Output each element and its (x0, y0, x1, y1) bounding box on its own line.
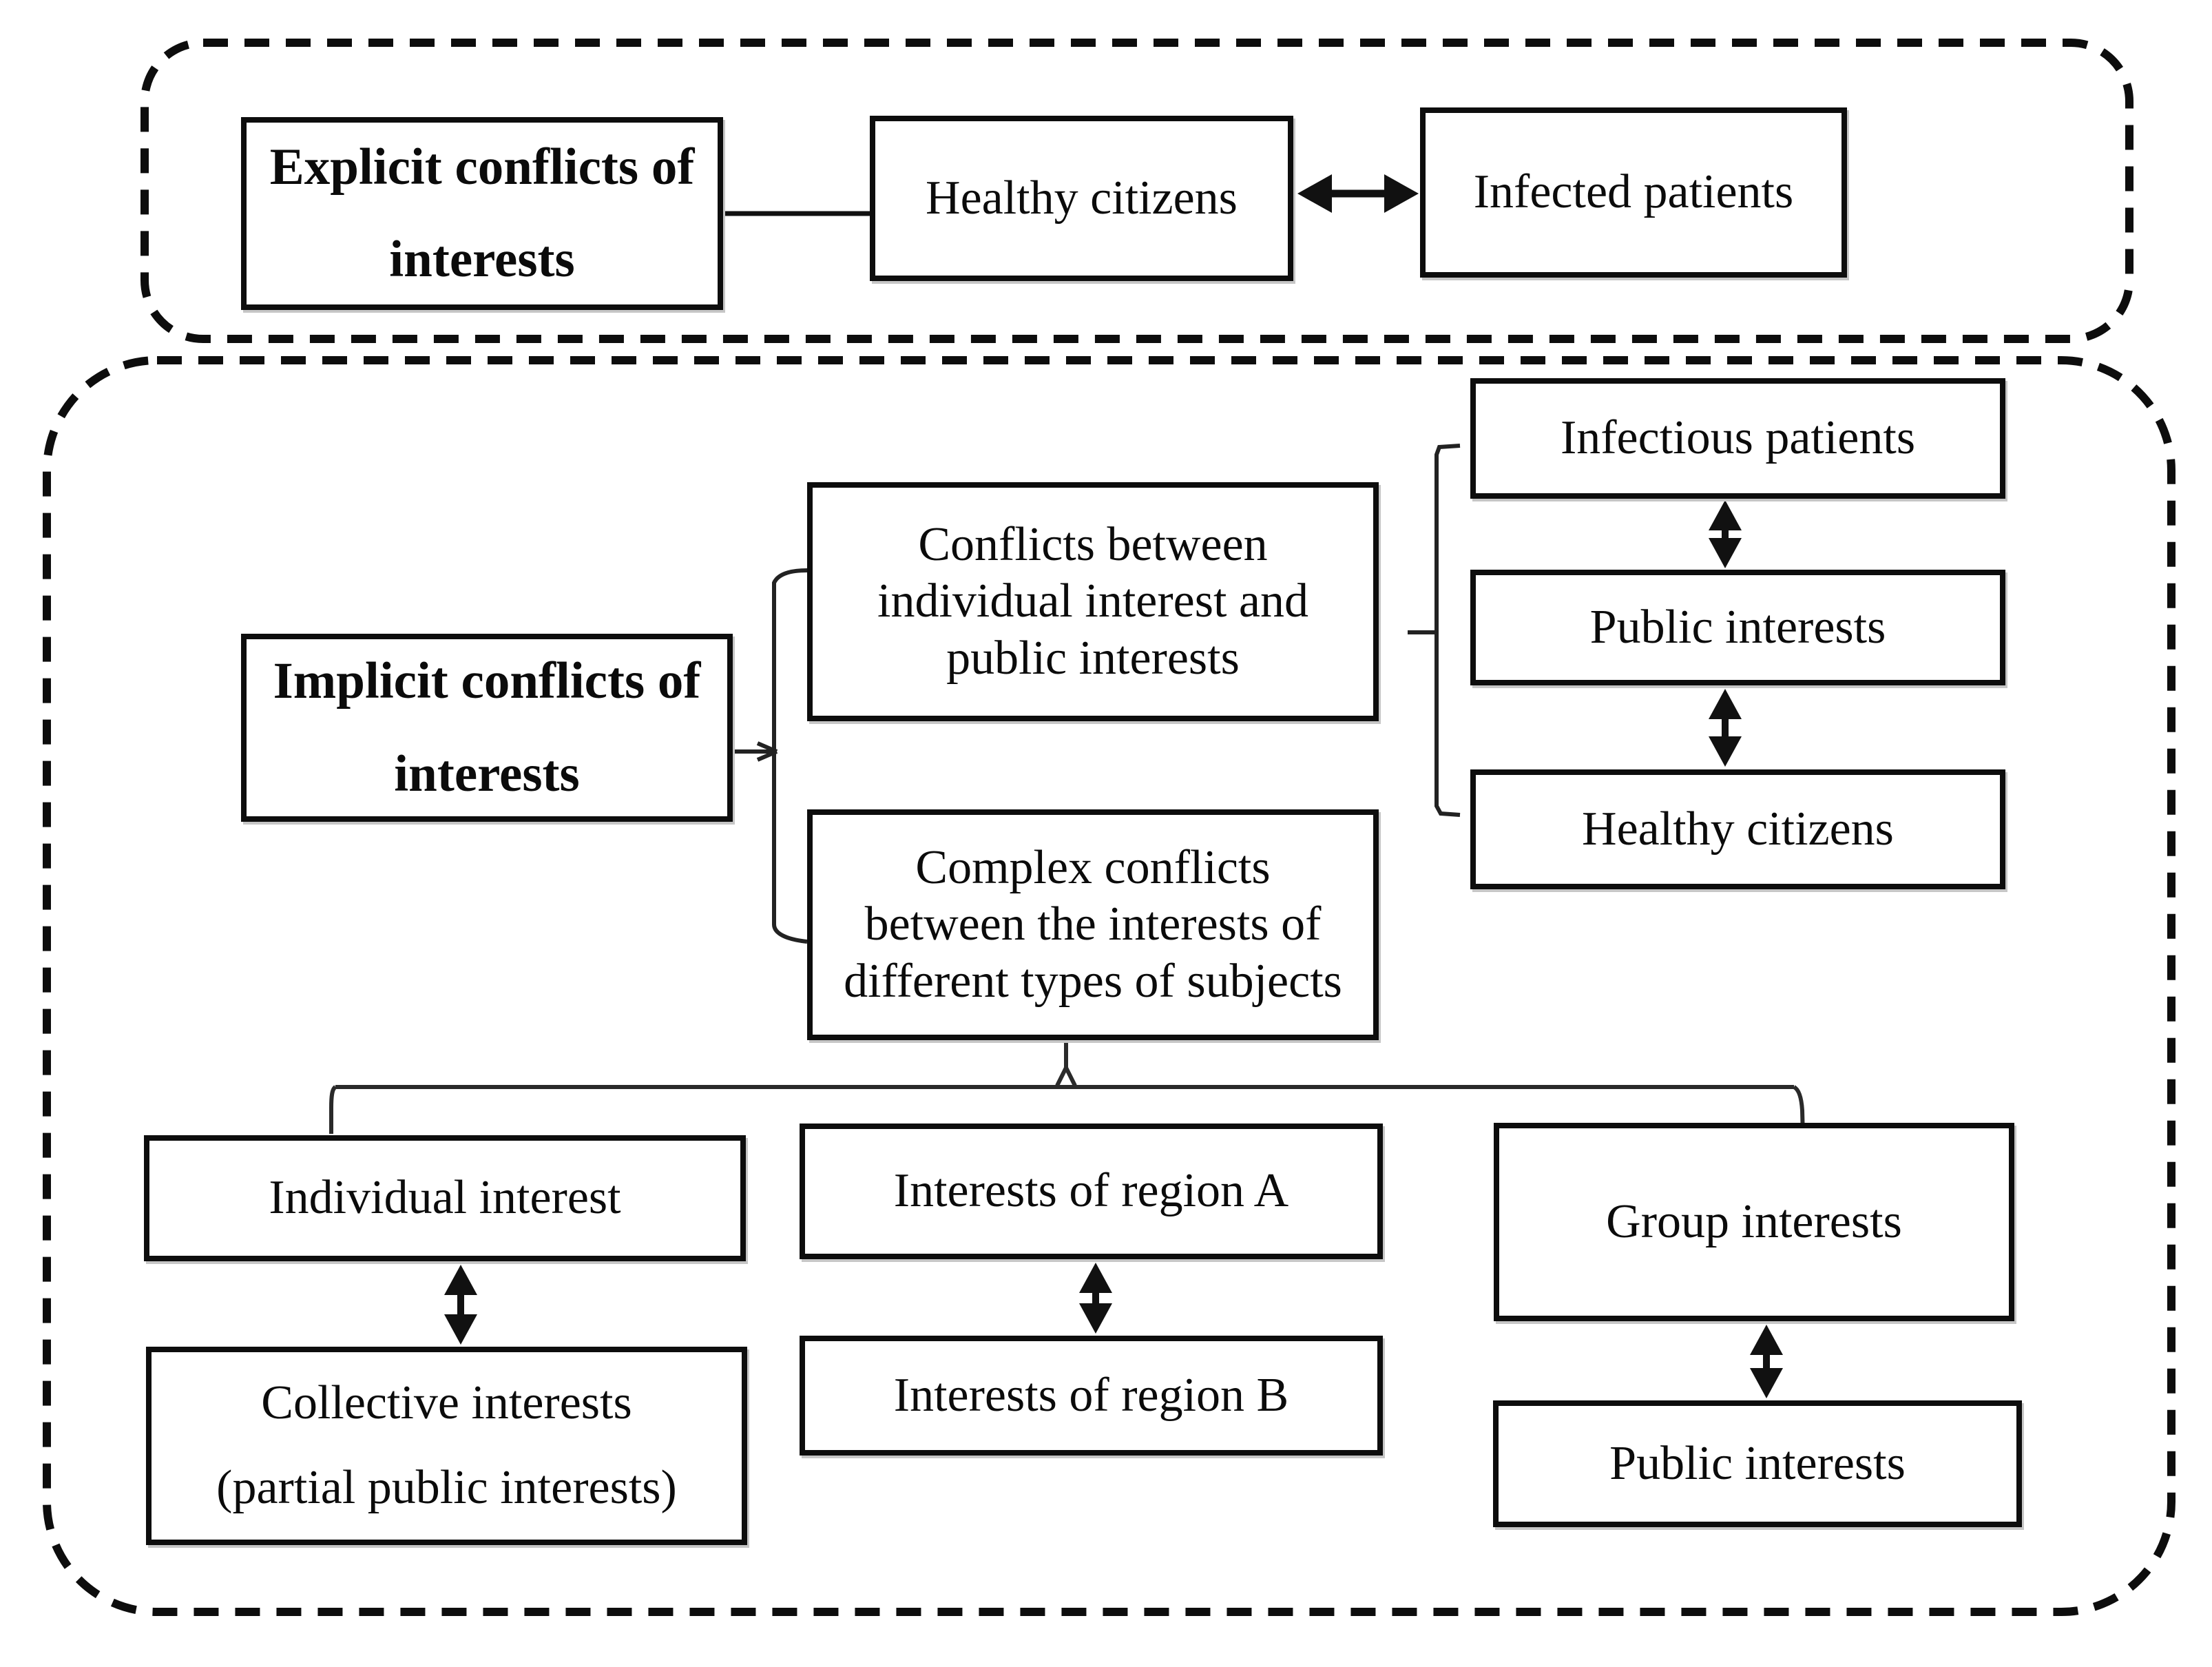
implicit-section-border (43, 356, 2176, 1616)
node-infected-patients: Infected patients (1420, 107, 1847, 278)
arrow-infectious-public (1709, 500, 1742, 568)
arrow-healthy-infected (1297, 174, 1419, 213)
node-label-line: Infected patients (1473, 165, 1794, 219)
node-interests-region-b: Interests of region B (800, 1336, 1383, 1456)
node-public-interests-bottom: Public interests (1493, 1400, 2022, 1527)
node-label-line: Implicit conflicts of (273, 652, 701, 710)
node-label-line: public interests (946, 631, 1240, 685)
bracket-right-column (1408, 444, 1461, 817)
node-label-line: (partial public interests) (216, 1461, 677, 1514)
explicit-section-border (140, 39, 2133, 343)
node-infectious-patients: Infectious patients (1470, 378, 2005, 499)
node-complex-conflicts: Complex conflicts between the interests … (807, 809, 1379, 1040)
node-label-line: Conflicts between (918, 517, 1268, 571)
node-healthy-citizens-right: Healthy citizens (1470, 769, 2005, 889)
node-label-line: interests (394, 745, 580, 803)
node-label-line: Public interests (1589, 600, 1886, 654)
node-individual-interest: Individual interest (144, 1135, 746, 1261)
node-label-line: Healthy citizens (926, 171, 1238, 225)
node-healthy-citizens-top: Healthy citizens (870, 116, 1293, 281)
node-label-line: different types of subjects (844, 954, 1342, 1008)
node-label-line: Individual interest (269, 1171, 621, 1225)
node-label-line: between the interests of (864, 898, 1322, 951)
node-label-line: Group interests (1606, 1194, 1902, 1248)
arrow-public-healthy (1709, 689, 1742, 767)
arrow-regionA-regionB (1079, 1263, 1112, 1334)
node-collective-interests: Collective interests (partial public int… (146, 1347, 747, 1545)
node-label-line: Public interests (1609, 1436, 1906, 1490)
node-group-interests: Group interests (1494, 1123, 2014, 1321)
node-label-line: Collective interests (261, 1376, 632, 1430)
node-label-line: Interests of region A (893, 1164, 1289, 1218)
node-conflicts-individual-public: Conflicts between individual interest an… (807, 482, 1379, 721)
bracket-implicit (723, 568, 808, 944)
node-explicit-conflicts: Explicit conflicts of interests (241, 117, 723, 310)
node-label-line: Explicit conflicts of (269, 138, 695, 196)
node-public-interests-right: Public interests (1470, 570, 2005, 685)
node-label-line: Interests of region B (893, 1368, 1289, 1422)
node-label-line: Complex conflicts (915, 840, 1271, 894)
arrow-individual-collective (444, 1265, 477, 1345)
node-interests-region-a: Interests of region A (800, 1124, 1383, 1259)
node-label-line: individual interest and (877, 574, 1308, 628)
arrow-group-public (1750, 1325, 1783, 1398)
branch-complex (329, 1042, 1805, 1137)
node-implicit-conflicts: Implicit conflicts of interests (241, 634, 733, 822)
node-label-line: Healthy citizens (1582, 802, 1894, 856)
node-label-line: Infectious patients (1560, 411, 1916, 465)
node-label-line: interests (389, 231, 575, 288)
